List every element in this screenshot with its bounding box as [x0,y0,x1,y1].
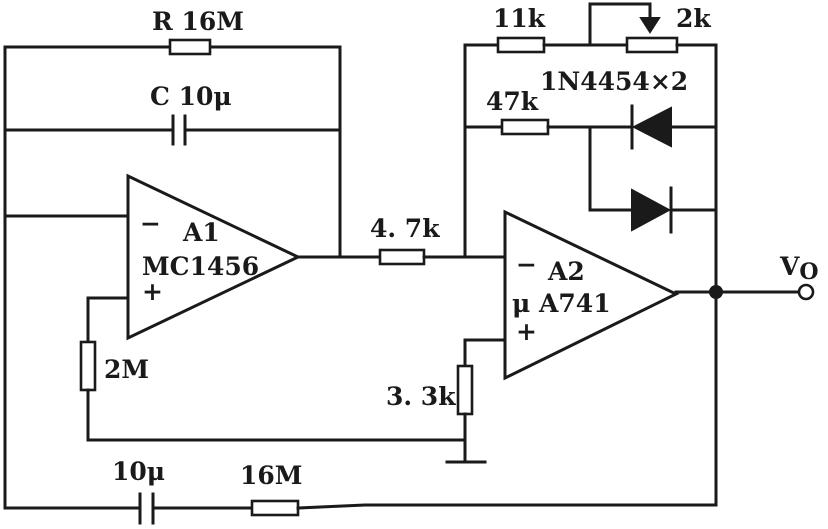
resistor-3-3k [456,364,474,416]
left-feedback-network: R 16M C 10μ [3,7,342,510]
label-4-7k: 4. 7k [370,214,440,243]
a2-bias-network: 3. 3k [386,338,507,464]
label-a2: A2 [547,257,585,286]
opamp-a2: − + A2 μ A741 [503,209,680,381]
label-47k: 47k [486,87,539,116]
label-2k: 2k [676,4,711,33]
opamp-a1: − + A1 MC1456 [126,173,302,341]
series-resistor-network: 4. 7k [296,214,507,266]
label-3-3k: 3. 3k [386,382,456,411]
potentiometer-2k [625,36,679,54]
opamp-a1-body [126,173,302,341]
output-node: VO [674,252,819,507]
label-r-16m: R 16M [152,7,244,36]
a1-bias-network: 2M [79,296,467,442]
label-a1-part: MC1456 [142,252,259,281]
diode-1n4454-lower [631,188,672,232]
resistor-47k [500,118,550,136]
bottom-feedback-network: 10μ 16M [112,457,718,525]
resistor-11k [496,36,546,54]
label-vo: VO [779,252,819,285]
wire-16m-to-output [296,503,718,510]
label-a1: A1 [182,218,220,247]
label-11k: 11k [493,4,546,33]
wire-a1-plus [86,296,130,344]
wire-r16m-right [208,45,342,257]
pot-wiper-arrow [639,17,661,34]
a1-plus-sign: + [142,277,163,306]
label-bottom-10u: 10μ [112,457,165,486]
label-vo-main: V [779,252,800,281]
a2-feedback-network: 11k 2k 47k 1N4454×2 [463,2,718,294]
resistor-r-16m [168,38,212,56]
output-terminal [797,283,815,301]
a2-minus-sign: − [516,250,537,279]
label-vo-sub: O [799,259,818,285]
label-c-10u: C 10μ [150,82,232,111]
a1-minus-sign: − [140,209,161,238]
label-1n4454-x2: 1N4454×2 [540,67,688,96]
opamp-a2-body [503,209,680,381]
label-2m: 2M [104,355,149,384]
wire-outer-left-loop [3,45,172,510]
wire-a2-plus [463,338,507,368]
label-bottom-16m: 16M [240,461,302,490]
diode-1n4454-upper [631,106,672,148]
resistor-2m [79,340,97,392]
label-a2-part: μ A741 [512,289,611,318]
resistor-4-7k [378,248,426,266]
wire-pot-wiper [588,2,652,47]
wire-ground-bus [86,388,467,442]
a2-plus-sign: + [516,317,537,346]
resistor-bottom-16m [250,499,300,517]
